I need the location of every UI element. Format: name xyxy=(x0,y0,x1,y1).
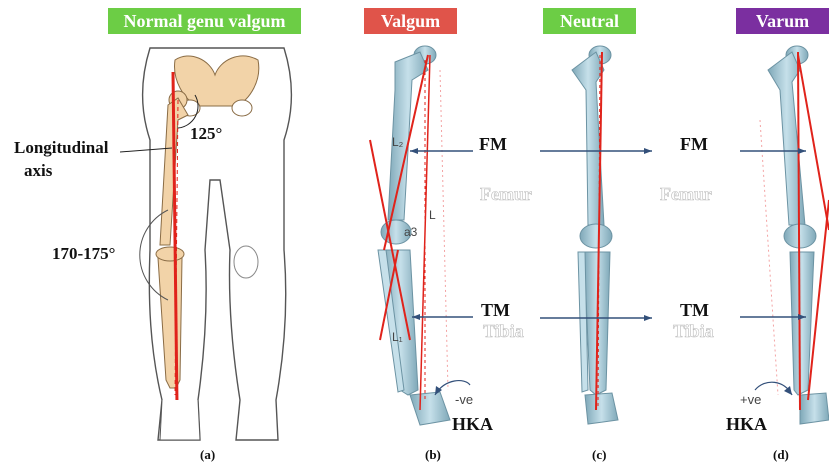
panel-b-hka: HKA xyxy=(452,414,493,435)
panel-c-femur: Femur xyxy=(660,184,712,205)
l1-label: L₁ xyxy=(392,330,403,344)
knee-angle-label: 170-175° xyxy=(52,244,115,264)
panel-b-tibia: Tibia xyxy=(483,321,524,342)
panel-c-tibia: Tibia xyxy=(673,321,714,342)
panel-b-leg xyxy=(370,46,473,425)
caption-c: (c) xyxy=(592,447,606,463)
panel-c-fm: FM xyxy=(680,134,708,155)
caption-a: (a) xyxy=(200,447,215,463)
panel-c-tm: TM xyxy=(680,300,709,321)
panel-b-tm: TM xyxy=(481,300,510,321)
a3-label: a3 xyxy=(404,225,417,239)
longitudinal-axis-label-line1: Longitudinal xyxy=(14,138,109,158)
panel-c-leg xyxy=(540,46,652,424)
panel-d-hka: HKA xyxy=(726,414,767,435)
panel-b-femur: Femur xyxy=(480,184,532,205)
panel-c-tag: Neutral xyxy=(543,8,636,34)
longitudinal-axis-label-line2: axis xyxy=(24,161,52,181)
panel-b-fm: FM xyxy=(479,134,507,155)
panel-a-tag: Normal genu valgum xyxy=(108,8,301,34)
caption-d: (d) xyxy=(773,447,789,463)
panel-b-sign: -ve xyxy=(455,392,473,407)
panel-d-sign: +ve xyxy=(740,392,761,407)
caption-b: (b) xyxy=(425,447,441,463)
hip-angle-label: 125° xyxy=(190,124,222,144)
l-label: L xyxy=(429,208,436,222)
panel-d-tag: Varum xyxy=(736,8,829,34)
panel-b-tag: Valgum xyxy=(364,8,457,34)
panel-a-body xyxy=(120,48,292,440)
l2-label: L₂ xyxy=(392,135,403,149)
panel-d-leg xyxy=(740,46,829,424)
